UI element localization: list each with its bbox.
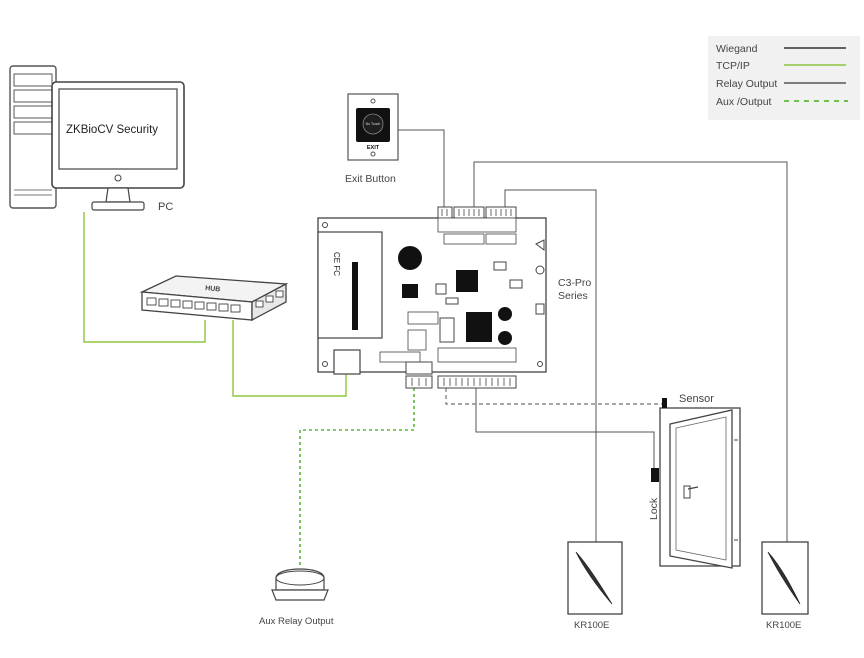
board-component	[493, 261, 507, 271]
pc-drive-bay	[13, 73, 53, 87]
board-hole	[322, 222, 328, 228]
controller-label-line1: C3-Pro	[558, 277, 591, 289]
capacitor-icon	[498, 307, 512, 321]
wire-aux-output	[299, 388, 415, 566]
pc: ZKBioCV Security PC	[9, 65, 185, 213]
door-panel	[675, 416, 727, 561]
board-component	[407, 311, 439, 325]
reader-right-swoosh-icon	[767, 551, 801, 605]
door: Sensor Lock	[648, 393, 741, 569]
wire-relay-lock	[475, 388, 655, 470]
reader-right: KR100E	[761, 541, 809, 631]
sensor-icon	[662, 398, 667, 408]
board-module-strip	[352, 262, 358, 330]
door-handle-lever	[687, 486, 699, 490]
pc-monitor-base	[91, 201, 145, 211]
pc-screen	[58, 88, 178, 170]
terminal-top	[437, 206, 517, 245]
controller-board: CE FC	[317, 206, 591, 389]
hub-label: HUB	[205, 285, 221, 294]
pc-power-icon	[114, 174, 122, 182]
pc-drive-bay	[13, 89, 53, 103]
aux-dome-top	[275, 570, 325, 586]
exit-button-face-text: EXIT	[367, 145, 380, 151]
board-module	[317, 231, 383, 339]
aux-device: Aux Relay Output	[259, 568, 334, 627]
exit-button-device: No Touch EXIT Exit Button	[345, 93, 399, 185]
legend-label-tcpip: TCP/IP	[716, 60, 750, 72]
wire-wiegand-right-reader	[473, 161, 788, 542]
board-component	[535, 303, 545, 315]
lock-label: Lock	[648, 497, 660, 520]
exit-screw-icon	[370, 151, 376, 157]
pc-monitor-neck	[105, 187, 131, 203]
legend-label-relay: Relay Output	[716, 78, 777, 90]
exit-button-label: Exit Button	[345, 173, 396, 185]
pc-drive-bay	[13, 121, 53, 135]
wire-wiegand-left-reader	[504, 189, 597, 542]
board-component	[445, 297, 459, 305]
door-leaf	[669, 409, 733, 569]
board-connector	[407, 329, 427, 351]
board-hole	[322, 361, 328, 367]
wire-pc-hub	[83, 212, 206, 343]
wire-exit-button	[398, 129, 445, 207]
lock-icon	[651, 468, 659, 482]
exit-button-top-text: No Touch	[366, 122, 381, 126]
board-header	[379, 351, 421, 363]
board-component	[509, 279, 523, 289]
legend: Wiegand TCP/IP Relay Output Aux /Output	[708, 36, 860, 120]
board-component	[435, 283, 447, 295]
reader-left-swoosh-icon	[575, 551, 613, 605]
legend-label-aux: Aux /Output	[716, 96, 772, 108]
reader-left: KR100E	[567, 541, 623, 631]
capacitor-icon	[498, 331, 512, 345]
controller-label-line2: Series	[558, 290, 588, 302]
buzzer-icon	[398, 246, 422, 270]
reader-left-label: KR100E	[574, 620, 609, 631]
reader-right-label: KR100E	[766, 620, 801, 631]
legend-label-wiegand: Wiegand	[716, 43, 758, 55]
chip-main	[456, 270, 478, 292]
exit-button-ring	[362, 113, 384, 135]
door-handle-icon	[683, 485, 691, 499]
aux-base	[271, 589, 329, 601]
chip-large	[466, 312, 492, 342]
wire-sensor	[445, 388, 664, 405]
hub-ports	[146, 297, 241, 313]
exit-screw-icon	[370, 98, 376, 104]
wires	[83, 129, 788, 566]
pc-screen-text: ZKBioCV Security	[66, 124, 158, 136]
hub: HUB	[139, 275, 289, 322]
sensor-label: Sensor	[679, 393, 714, 405]
prohibit-icon	[535, 265, 545, 275]
pc-tower	[9, 65, 57, 209]
board-ce-mark: CE FC	[332, 252, 341, 276]
board-hole	[537, 361, 543, 367]
triangle-icon	[535, 239, 545, 251]
chip	[402, 284, 418, 298]
pc-drive-bay	[13, 105, 53, 119]
board-component	[439, 317, 455, 343]
legend-box	[708, 36, 860, 120]
hub-ports-side	[255, 290, 284, 308]
aux-label: Aux Relay Output	[259, 616, 334, 627]
wire-hub-controller	[232, 320, 347, 397]
terminal-bottom	[405, 347, 517, 389]
ethernet-port	[333, 349, 361, 375]
pc-label: PC	[158, 201, 173, 213]
